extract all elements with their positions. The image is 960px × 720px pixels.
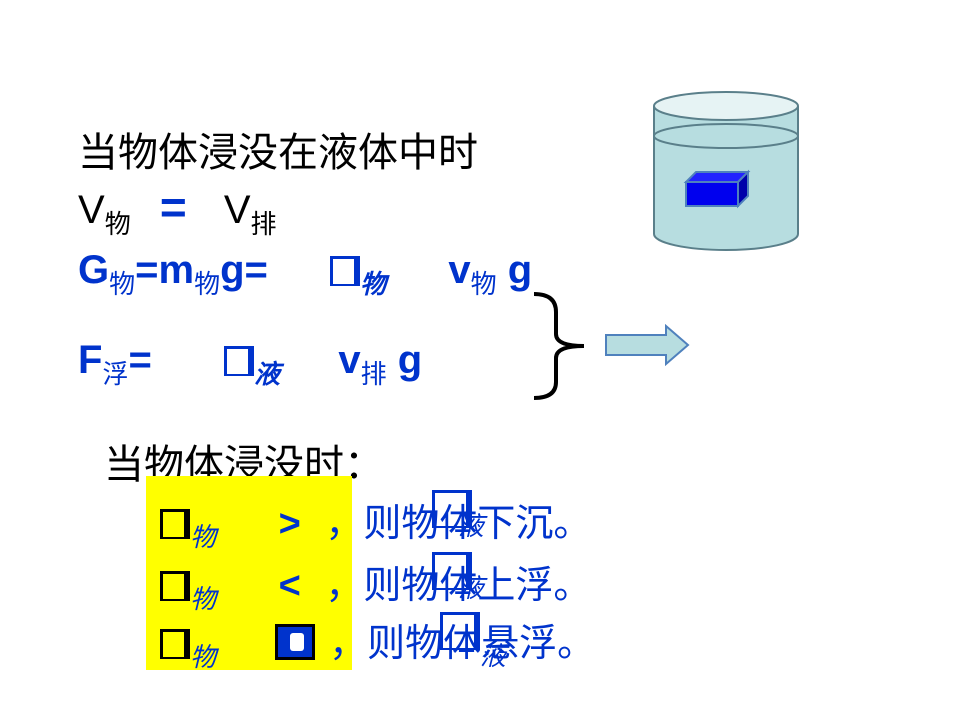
g-eq: g=	[220, 248, 268, 292]
rho-icon	[432, 552, 472, 590]
v-sub: 物	[470, 269, 497, 299]
g-sub: 物	[109, 269, 136, 299]
rho-liquid-overlay-1: 液	[432, 490, 484, 541]
equals-sign: =	[159, 181, 187, 233]
rho-liquid-sub: 液	[458, 512, 485, 541]
eq-m: =m	[135, 248, 195, 292]
rho-icon	[160, 629, 190, 659]
rho-liquid-sub: 液	[458, 574, 485, 603]
volume-equation: V物 = V排	[78, 180, 277, 239]
rho-object-sub: 物	[190, 523, 217, 552]
v-displaced: V	[223, 188, 251, 232]
v-sub: 排	[360, 359, 387, 389]
g-symbol: G	[78, 248, 110, 292]
f-eq: =	[128, 338, 152, 382]
greater-than-sign: >	[278, 503, 301, 545]
right-arrow-icon	[605, 324, 690, 366]
buoyancy-equation: F浮= 液 v排 g	[78, 338, 423, 389]
rho-icon	[160, 509, 190, 539]
rho-liquid-sub: 液	[480, 642, 507, 671]
condition-float: 物 < ，则物体上浮。	[160, 554, 592, 614]
rho-icon	[330, 256, 361, 286]
g-const: g	[507, 248, 533, 292]
equals-box-icon	[274, 624, 315, 660]
rho-icon	[160, 571, 190, 601]
rho-icon	[432, 490, 472, 528]
suspend-result: ，则物体悬浮。	[329, 623, 596, 665]
v-symbol: v	[338, 338, 361, 382]
rho-icon	[440, 612, 480, 650]
v-displaced-sub: 排	[250, 209, 277, 239]
right-brace-icon	[533, 292, 585, 400]
less-than-sign: <	[278, 565, 301, 607]
f-sub: 浮	[102, 359, 129, 389]
gravity-equation: G物=m物g= 物 v物 g	[78, 248, 533, 299]
v-object: V	[78, 188, 105, 232]
rho-liquid-overlay-2: 液	[432, 552, 484, 603]
rho-liquid-sub: 液	[254, 360, 281, 389]
beaker-icon	[653, 91, 799, 251]
m-sub: 物	[194, 269, 221, 299]
f-symbol: F	[78, 338, 103, 382]
rho-object-sub: 物	[190, 585, 217, 614]
sink-result: ，则物体下沉。	[325, 503, 592, 545]
rho-liquid-overlay-3: 液	[440, 612, 506, 671]
rho-object-sub: 物	[360, 270, 387, 299]
float-result: ，则物体上浮。	[325, 565, 592, 607]
v-symbol: v	[448, 248, 471, 292]
v-object-sub: 物	[104, 209, 131, 239]
rho-object-sub: 物	[190, 643, 217, 672]
g-const: g	[397, 338, 423, 382]
condition-sink: 物 > ，则物体下沉。	[160, 492, 592, 552]
rho-icon	[224, 346, 255, 376]
condition-suspend: 物 ，则物体悬浮。	[160, 612, 596, 672]
heading: 当物体浸没在液体中时	[78, 131, 478, 175]
